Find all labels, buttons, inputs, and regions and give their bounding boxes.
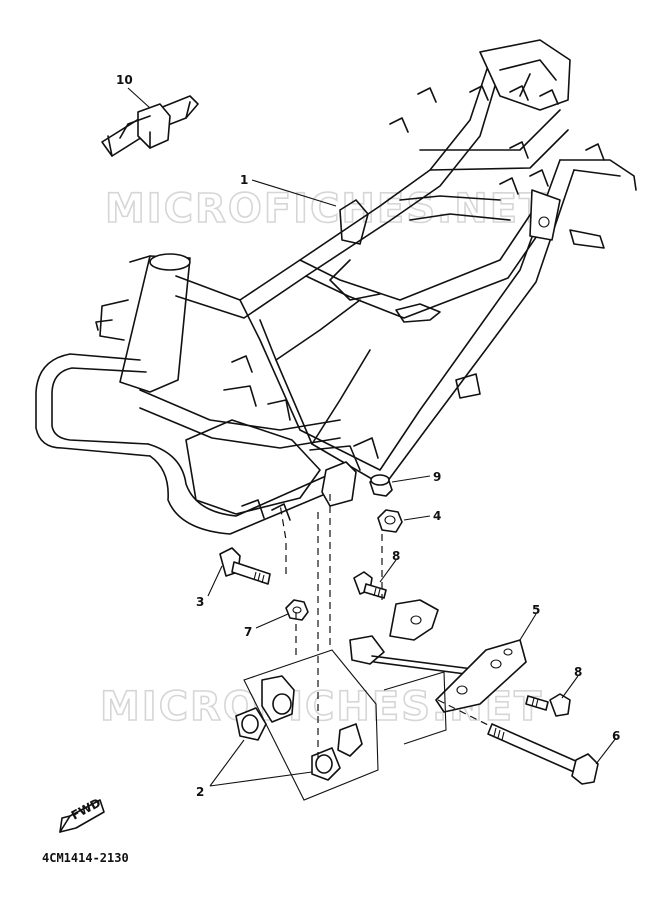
callout-7: 7 xyxy=(244,625,252,639)
part-2-bushings xyxy=(235,675,363,781)
part-8-bolt-lower xyxy=(525,693,571,717)
callout-5: 5 xyxy=(532,603,540,617)
part-4-nut xyxy=(377,509,403,533)
part-1-main-frame xyxy=(35,39,637,535)
callout-6: 6 xyxy=(612,729,620,743)
part-9-cap xyxy=(369,474,393,497)
callout-2: 2 xyxy=(196,785,204,799)
part-7-nut xyxy=(285,599,309,621)
part-10-clamp xyxy=(101,95,199,157)
callout-10: 10 xyxy=(116,73,133,87)
part-5-engine-bracket xyxy=(349,599,527,713)
callout-4: 4 xyxy=(433,509,441,523)
callout-3: 3 xyxy=(196,595,204,609)
callout-leaders xyxy=(127,87,617,787)
part-6-shaft xyxy=(487,723,599,785)
callout-numbers: 10 1 9 4 3 8 7 5 8 6 2 xyxy=(116,73,620,799)
callout-9: 9 xyxy=(433,470,441,484)
part-8-bolt-upper xyxy=(353,571,387,599)
diagram-code: 4CM1414-2130 xyxy=(42,851,129,865)
callout-1: 1 xyxy=(240,173,248,187)
part-3-bolt xyxy=(219,547,271,585)
callout-8-lower: 8 xyxy=(574,665,582,679)
watermark-top: MICROFICHES.NET xyxy=(105,186,548,232)
callout-8-upper: 8 xyxy=(392,549,400,563)
front-arrow-icon: FWD xyxy=(59,796,105,833)
assembly-guides xyxy=(243,494,491,801)
